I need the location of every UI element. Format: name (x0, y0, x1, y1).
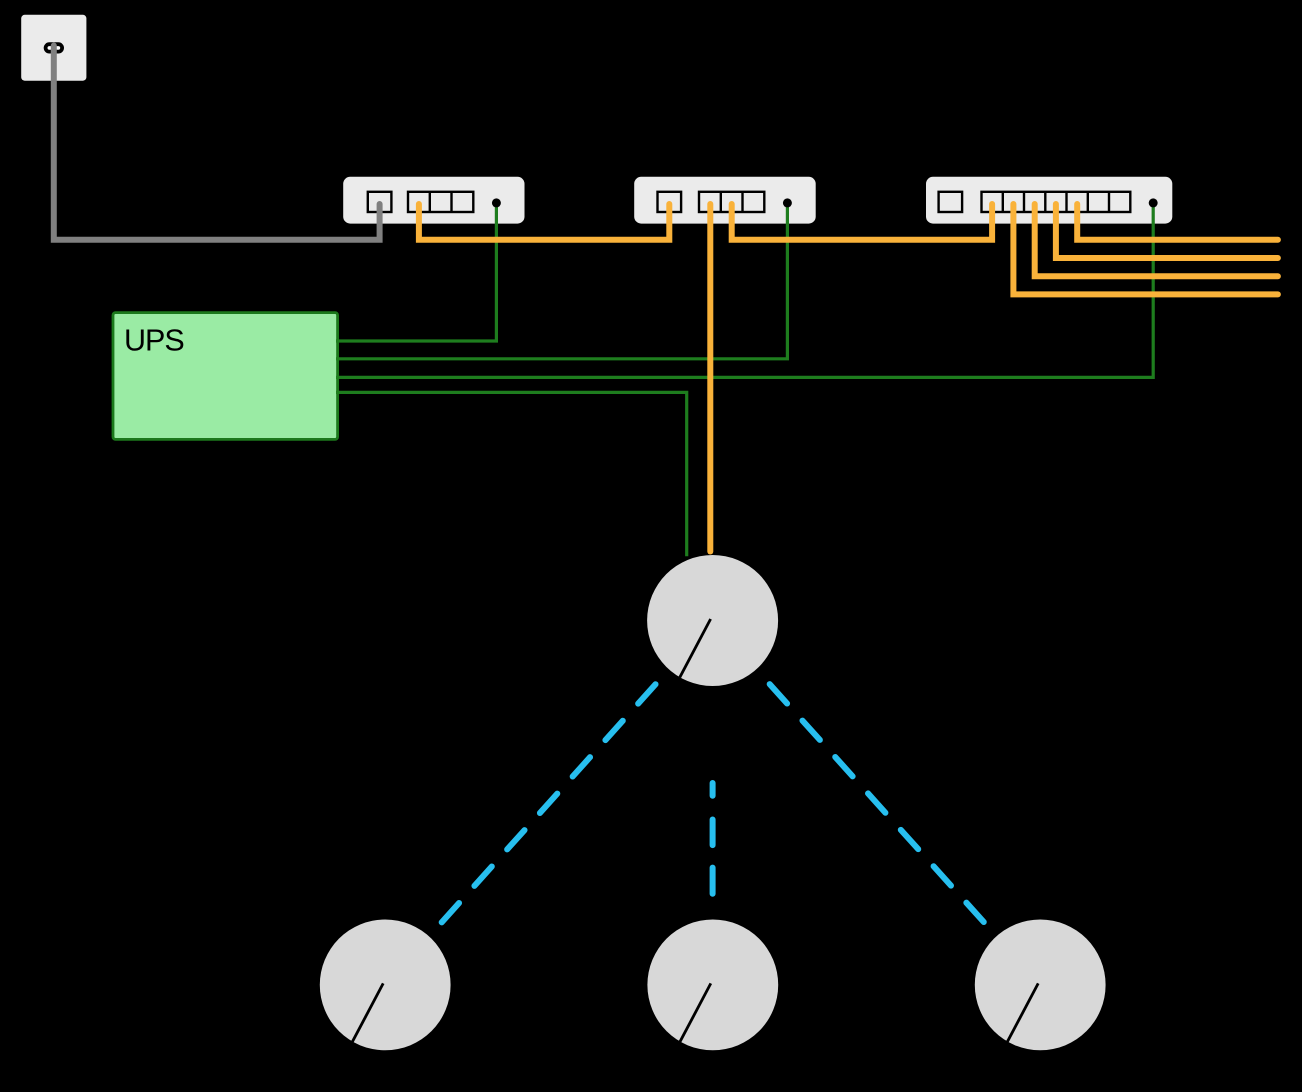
svg-text:UPS: UPS (124, 324, 184, 358)
